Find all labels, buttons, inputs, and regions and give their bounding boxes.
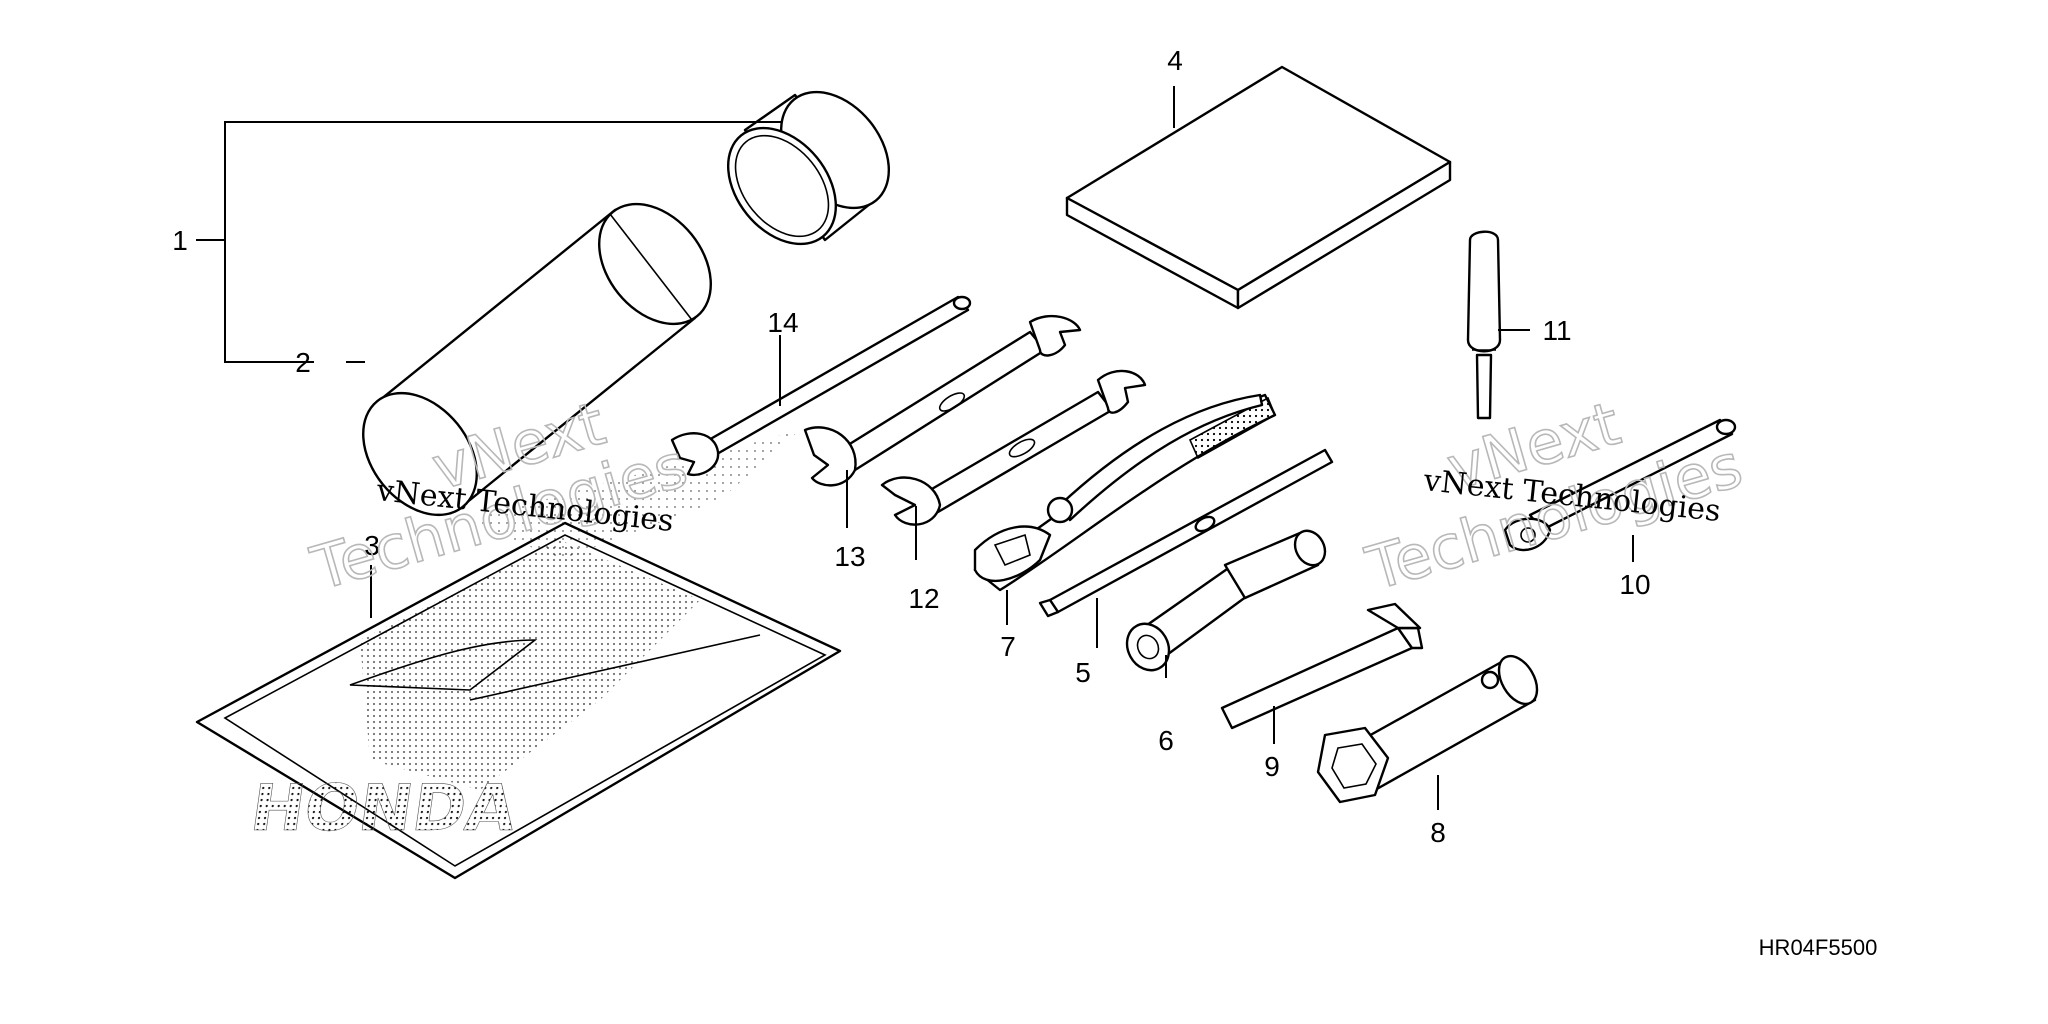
- callout-6: 6: [1158, 725, 1174, 756]
- diagram-code: HR04F5500: [1759, 935, 1878, 960]
- callout-10: 10: [1619, 569, 1650, 600]
- callout-9: 9: [1264, 751, 1280, 782]
- pliers: [973, 393, 1277, 592]
- wrench-14: [670, 295, 972, 477]
- wrench-12: [880, 369, 1147, 526]
- owners-manual: [1065, 65, 1452, 310]
- wrench-13: [803, 314, 1082, 487]
- watermark-right: vNext Technologies vNext Technologies: [1358, 388, 1750, 605]
- leader-lines: [196, 86, 1634, 810]
- callout-3: 3: [364, 530, 380, 561]
- bag-print-text: HONDA: [246, 771, 521, 846]
- callout-7: 7: [1000, 631, 1016, 662]
- callout-12: 12: [908, 583, 939, 614]
- callout-2: 2: [295, 347, 311, 378]
- callout-1: 1: [172, 225, 188, 256]
- hex-key: [1220, 602, 1424, 730]
- callout-8: 8: [1430, 817, 1446, 848]
- callouts: 1 2 3 4 5 6 7 8 9 10 11 12 13 14: [172, 45, 1650, 848]
- tool-case-cap: [726, 90, 891, 246]
- tool-case: [362, 202, 712, 517]
- callout-11: 11: [1542, 315, 1571, 346]
- small-screwdriver: [1466, 230, 1502, 420]
- callout-5: 5: [1075, 657, 1091, 688]
- screwdriver-shaft: [1038, 448, 1334, 618]
- wrench-10: [1503, 418, 1737, 552]
- callout-4: 4: [1167, 45, 1183, 76]
- callout-14: 14: [767, 307, 798, 338]
- callout-13: 13: [834, 541, 865, 572]
- tool-bag: HONDA: [195, 430, 842, 880]
- screwdriver-handle: [1125, 529, 1327, 672]
- plug-wrench: [1316, 654, 1539, 804]
